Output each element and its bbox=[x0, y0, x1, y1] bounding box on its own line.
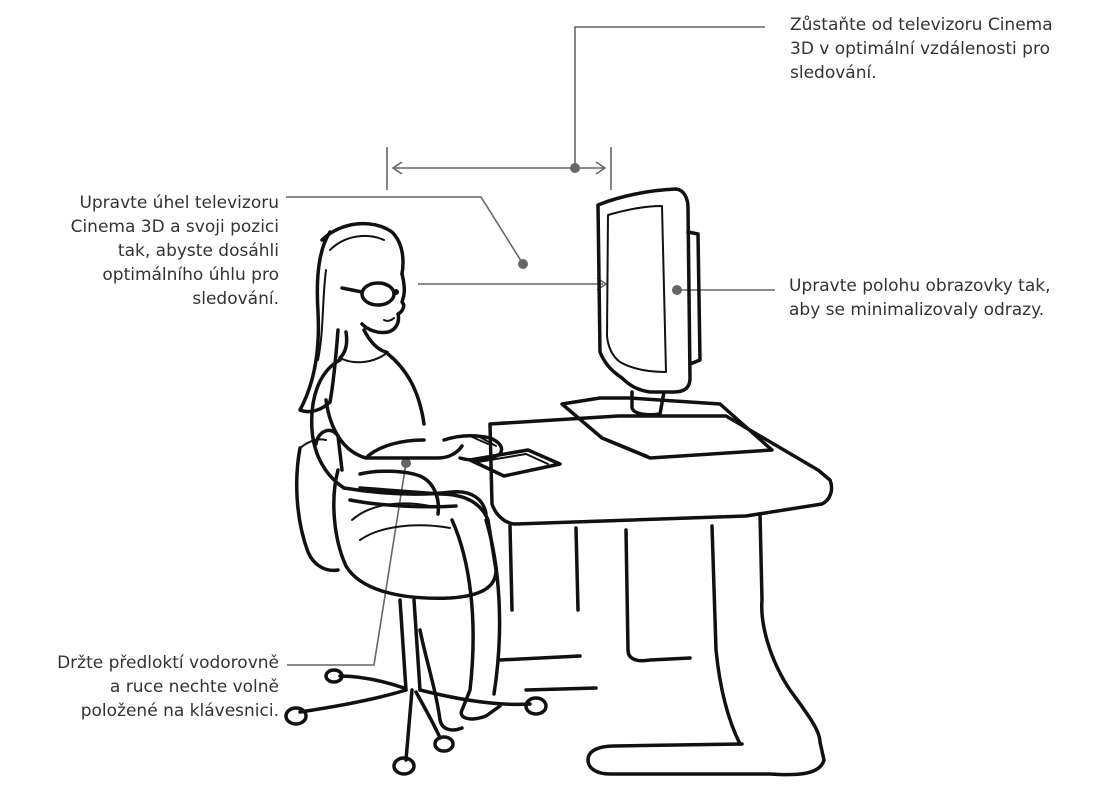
distance-callout-line-2: 3D v optimální vzdálenosti pro bbox=[790, 39, 1050, 59]
angle-callout: Upravte úhel televizoru Cinema 3D a svoj… bbox=[0, 191, 279, 311]
reflection-callout: Upravte polohu obrazovky tak, aby se min… bbox=[789, 274, 1051, 322]
reflection-callout-line-1: Upravte polohu obrazovky tak, bbox=[789, 276, 1051, 296]
person bbox=[298, 221, 504, 732]
monitor bbox=[560, 187, 774, 460]
distance-callout: Zůstaňte od televizoru Cinema 3D v optim… bbox=[790, 13, 1053, 85]
forearm-callout-line-2: a ruce nechte volně bbox=[109, 677, 279, 697]
forearm-callout-line-1: Držte předloktí vodorovně bbox=[57, 653, 279, 673]
angle-leader-line bbox=[286, 196, 524, 265]
keyboard bbox=[468, 448, 562, 478]
forearm-callout-line-3: položené na klávesnici. bbox=[80, 701, 279, 721]
reflection-leader-dot bbox=[672, 285, 682, 295]
chair bbox=[284, 428, 548, 776]
reflection-callout-line-2: aby se minimalizovaly odrazy. bbox=[789, 300, 1045, 320]
distance-callout-line-1: Zůstaňte od televizoru Cinema bbox=[790, 15, 1053, 35]
forearm-leader-line bbox=[287, 462, 407, 666]
distance-measure bbox=[386, 147, 612, 190]
distance-leader-line bbox=[574, 26, 765, 168]
angle-callout-line-3: tak, abyste dosáhli bbox=[117, 241, 279, 261]
distance-callout-line-3: sledování. bbox=[790, 63, 877, 83]
angle-callout-line-5: sledování. bbox=[192, 289, 279, 309]
callout-leaders bbox=[286, 26, 775, 666]
desk bbox=[488, 414, 834, 777]
forearm-leader-dot bbox=[401, 458, 411, 468]
angle-callout-line-2: Cinema 3D a svoji pozici bbox=[70, 217, 279, 237]
angle-leader-dot bbox=[518, 259, 528, 269]
angle-callout-line-4: optimálního úhlu pro bbox=[102, 265, 279, 285]
forearm-callout: Držte předloktí vodorovně a ruce nechte … bbox=[0, 651, 279, 723]
sight-line bbox=[418, 277, 608, 291]
angle-callout-line-1: Upravte úhel televizoru bbox=[79, 193, 279, 213]
